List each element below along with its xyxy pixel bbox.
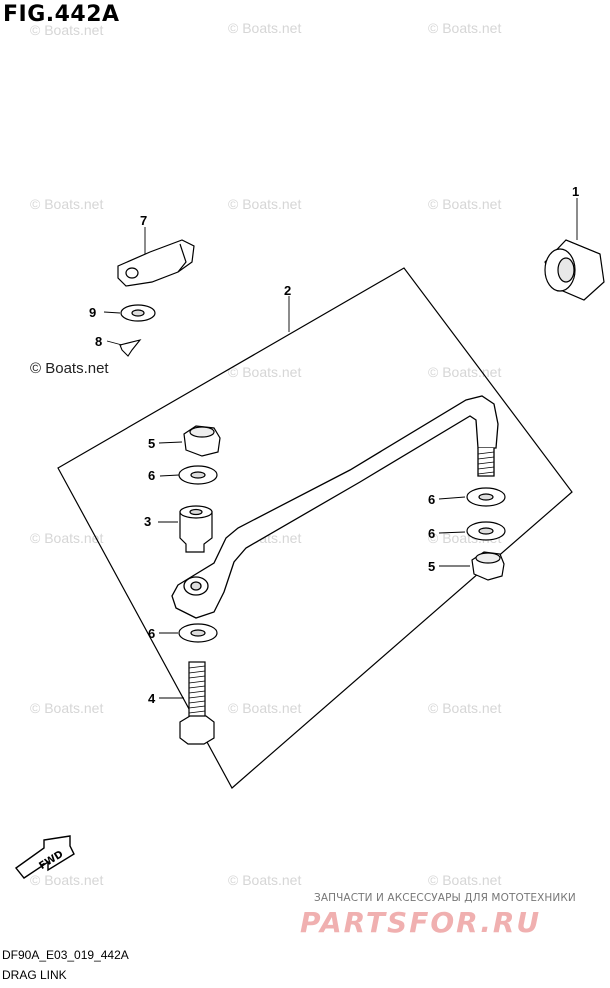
callout-8: 8: [95, 334, 103, 349]
watermark: © Boats.net: [228, 700, 302, 716]
callout-4: 4: [148, 691, 156, 706]
watermark: © Boats.net: [30, 196, 104, 212]
callout-3: 3: [144, 514, 152, 529]
callout-6-left-lower: 6: [148, 626, 156, 641]
watermark: © Boats.net: [30, 360, 109, 377]
dealer-tagline: ЗАПЧАСТИ И АКСЕССУАРЫ ДЛЯ МОТОТЕХНИКИ: [314, 892, 576, 904]
figure-code: DF90A_E03_019_442A: [2, 948, 129, 962]
bushing-part-1: [544, 239, 605, 301]
washer-part-6-left-upper: [178, 465, 218, 485]
watermark: © Boats.net: [428, 196, 502, 212]
watermark: © Boats.net: [228, 20, 302, 36]
callout-2: 2: [284, 283, 292, 298]
watermark: © Boats.net: [30, 22, 104, 38]
collar-part-3: [179, 505, 213, 553]
leader-lines: [103, 198, 578, 699]
washer-part-6-left-lower: [178, 623, 218, 643]
watermark: © Boats.net: [228, 872, 302, 888]
nut-part-5-left: [183, 425, 221, 457]
watermark: © Boats.net: [30, 700, 104, 716]
washer-part-6-right-lower: [466, 521, 506, 541]
nut-part-5-right: [471, 551, 505, 581]
watermark: © Boats.net: [428, 364, 502, 380]
figure-caption: DRAG LINK: [2, 968, 67, 982]
watermark: © Boats.net: [428, 20, 502, 36]
callout-6-right-lower: 6: [428, 526, 436, 541]
callout-1: 1: [572, 184, 580, 199]
watermark: © Boats.net: [30, 530, 104, 546]
watermark: © Boats.net: [30, 872, 104, 888]
washer-part-9: [120, 304, 156, 322]
callout-9: 9: [89, 305, 97, 320]
callout-6-left-upper: 6: [148, 468, 156, 483]
callout-7: 7: [140, 213, 148, 228]
callout-5-left: 5: [148, 436, 156, 451]
dealer-logo: PARTSFOR.RU: [300, 906, 542, 939]
watermark: © Boats.net: [428, 700, 502, 716]
bolt-part-4: [179, 661, 215, 745]
watermark: © Boats.net: [228, 196, 302, 212]
clip-part-8: [119, 339, 142, 357]
assembly-outline: [57, 267, 573, 789]
drag-link-part-2: [171, 395, 499, 619]
callout-5-right: 5: [428, 559, 436, 574]
fwd-arrow: [14, 835, 75, 879]
callout-6-right-upper: 6: [428, 492, 436, 507]
cable-end-part-7: [117, 239, 195, 287]
washer-part-6-right-upper: [466, 487, 506, 507]
figure-title: FIG.442A: [3, 2, 120, 27]
watermark: © Boats.net: [428, 872, 502, 888]
watermark: © Boats.net: [228, 364, 302, 380]
